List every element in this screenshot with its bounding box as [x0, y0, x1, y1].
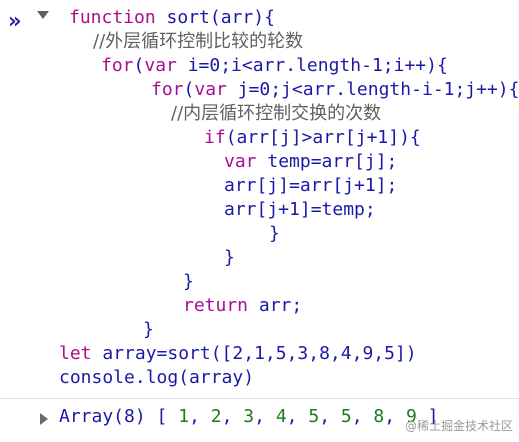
- comment-token: //内层循环控制交换的次数: [171, 103, 382, 124]
- code-line: for(var j=0;j<arr.length-i-1;j++){: [151, 78, 519, 102]
- code-token: (: [183, 79, 195, 100]
- code-token: console.log(array): [59, 367, 255, 388]
- code-token: }: [224, 247, 235, 268]
- code-line: if(arr[j]>arr[j+1]){: [204, 126, 421, 150]
- array-output[interactable]: Array(8) [ 1, 2, 3, 4, 5, 5, 8, 9 ]: [59, 405, 438, 429]
- array-comma: ,: [384, 406, 406, 427]
- array-value: 9: [405, 406, 417, 427]
- code-token: array=sort([2,1,5,3,8,4,9,5]): [91, 343, 417, 364]
- code-line: }: [183, 270, 194, 294]
- code-line: var temp=arr[j];: [224, 150, 397, 174]
- code-token: temp=arr[j];: [256, 151, 398, 172]
- code-line: }: [143, 318, 154, 342]
- array-comma: ,: [221, 406, 244, 427]
- code-line: return arr;: [183, 294, 302, 318]
- keyword-token: return: [183, 295, 249, 316]
- code-token: (: [133, 55, 145, 76]
- array-comma: ,: [254, 406, 276, 427]
- keyword-token: var: [194, 79, 227, 100]
- code-line: console.log(array): [59, 366, 254, 390]
- chevrons-right-icon: »: [8, 9, 22, 34]
- array-comma: ,: [286, 406, 309, 427]
- array-comma: ,: [319, 406, 341, 427]
- array-suffix: ]: [416, 406, 439, 427]
- code-line: }: [224, 246, 235, 270]
- keyword-token: if: [204, 127, 226, 148]
- array-comma: ,: [189, 406, 211, 427]
- code-token: arr;: [248, 295, 303, 316]
- keyword-token: for: [101, 55, 134, 76]
- code-line: //外层循环控制比较的轮数: [93, 30, 303, 54]
- code-token: }: [183, 271, 194, 292]
- watermark: @稀土掘金技术社区: [404, 419, 513, 433]
- code-line: function sort(arr){: [69, 6, 275, 30]
- code-line: arr[j+1]=temp;: [224, 198, 376, 222]
- code-token: }: [143, 319, 154, 340]
- code-token: sort(arr){: [155, 7, 275, 28]
- code-token: (arr[j]>arr[j+1]){: [225, 127, 421, 148]
- keyword-token: let: [59, 343, 92, 364]
- code-token: arr[j+1]=temp;: [224, 199, 376, 220]
- comment-token: //外层循环控制比较的轮数: [93, 31, 304, 52]
- code-token: }: [269, 223, 280, 244]
- array-value: 5: [340, 406, 352, 427]
- caret-right-icon[interactable]: [40, 413, 48, 425]
- code-token: j=0;j<arr.length-i-1;j++){: [226, 79, 519, 100]
- array-value: 3: [243, 406, 255, 427]
- keyword-token: for: [151, 79, 184, 100]
- divider: [0, 398, 519, 399]
- code-line: for(var i=0;i<arr.length-1;i++){: [101, 54, 448, 78]
- code-line: let array=sort([2,1,5,3,8,4,9,5]): [59, 342, 417, 366]
- code-token: i=0;i<arr.length-1;i++){: [176, 55, 448, 76]
- code-line: }: [269, 222, 280, 246]
- array-value: 8: [373, 406, 385, 427]
- code-token: arr[j]=arr[j+1];: [224, 175, 398, 196]
- code-line: arr[j]=arr[j+1];: [224, 174, 397, 198]
- array-value: 4: [275, 406, 287, 427]
- array-value: 5: [308, 406, 320, 427]
- array-prefix: Array(8) [: [59, 406, 179, 427]
- keyword-token: var: [224, 151, 257, 172]
- caret-down-icon[interactable]: [37, 11, 49, 19]
- code-line: //内层循环控制交换的次数: [171, 102, 381, 126]
- keyword-token: var: [144, 55, 177, 76]
- array-value: 2: [210, 406, 222, 427]
- keyword-token: function: [69, 7, 156, 28]
- array-comma: ,: [351, 406, 374, 427]
- console-output-row[interactable]: Array(8) [ 1, 2, 3, 4, 5, 5, 8, 9 ]: [0, 399, 519, 442]
- array-value: 1: [178, 406, 190, 427]
